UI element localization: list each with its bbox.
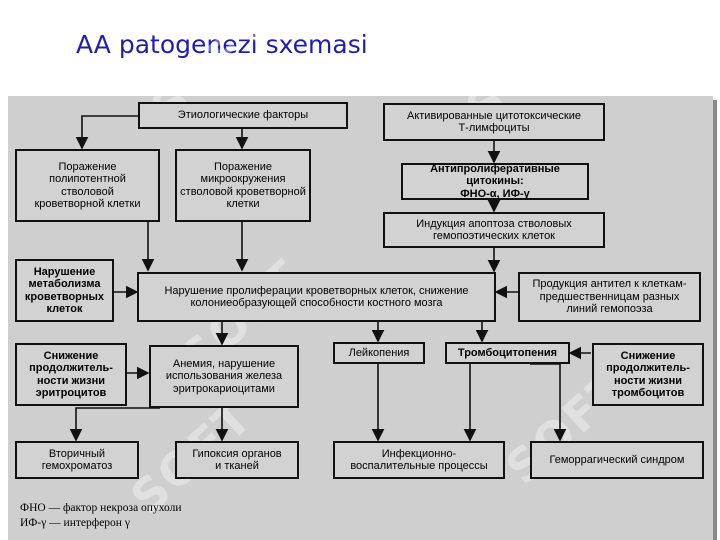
node-pluripotent: Поражение полипотентной стволовой кровет… — [15, 149, 160, 222]
node-metabolism: Нарушение метаболизма кроветворных клето… — [15, 259, 114, 322]
link-thrombocytopenia-hemorrhagic — [530, 363, 567, 442]
node-thrombocyte-life: Снижение продолжитель- ности жизни тромб… — [592, 343, 704, 406]
node-apoptosis: Индукция апоптоза стволовых гемопоэтичес… — [383, 212, 605, 248]
page-title: AA patogenezi sxemasi — [76, 30, 368, 59]
node-microenvironment: Поражение микроокружения стволовой крове… — [175, 149, 311, 222]
node-hemochromatosis: Вторичный гемохроматоз — [15, 441, 139, 479]
node-etiology: Этиологические факторы — [138, 102, 348, 129]
legend-tnf: ФНО — фактор некроза опухоли — [20, 502, 182, 514]
node-hemorrhagic: Геморрагический синдром — [530, 441, 704, 479]
node-leukopenia: Лейкопения — [333, 342, 425, 364]
node-cytokines: Антипролиферативные цитокины: ФНО-α, ИФ-… — [401, 163, 589, 200]
node-infection: Инфекционно- воспалительные процессы — [333, 441, 505, 479]
node-antibodies: Продукция антител к клеткам- предшествен… — [518, 272, 701, 322]
link-etiology-pluripotent — [75, 115, 138, 150]
legend-ifn: ИФ-γ — интерферон γ — [20, 517, 130, 529]
node-erythrocyte-life: Снижение продолжитель- ности жизни эритр… — [15, 343, 127, 406]
link-anemia-hemochromatosis — [69, 407, 160, 442]
node-thrombocytopenia: Тромбоцитопения — [445, 342, 570, 364]
node-activated-t-cells: Активированные цитотоксические Т-лимфоци… — [383, 103, 605, 141]
node-hypoxia: Гипоксия органов и тканей — [175, 441, 299, 479]
node-proliferation: Нарушение пролиферации кроветворных клет… — [137, 272, 496, 322]
node-anemia: Анемия, нарушение использования железа э… — [149, 345, 299, 408]
